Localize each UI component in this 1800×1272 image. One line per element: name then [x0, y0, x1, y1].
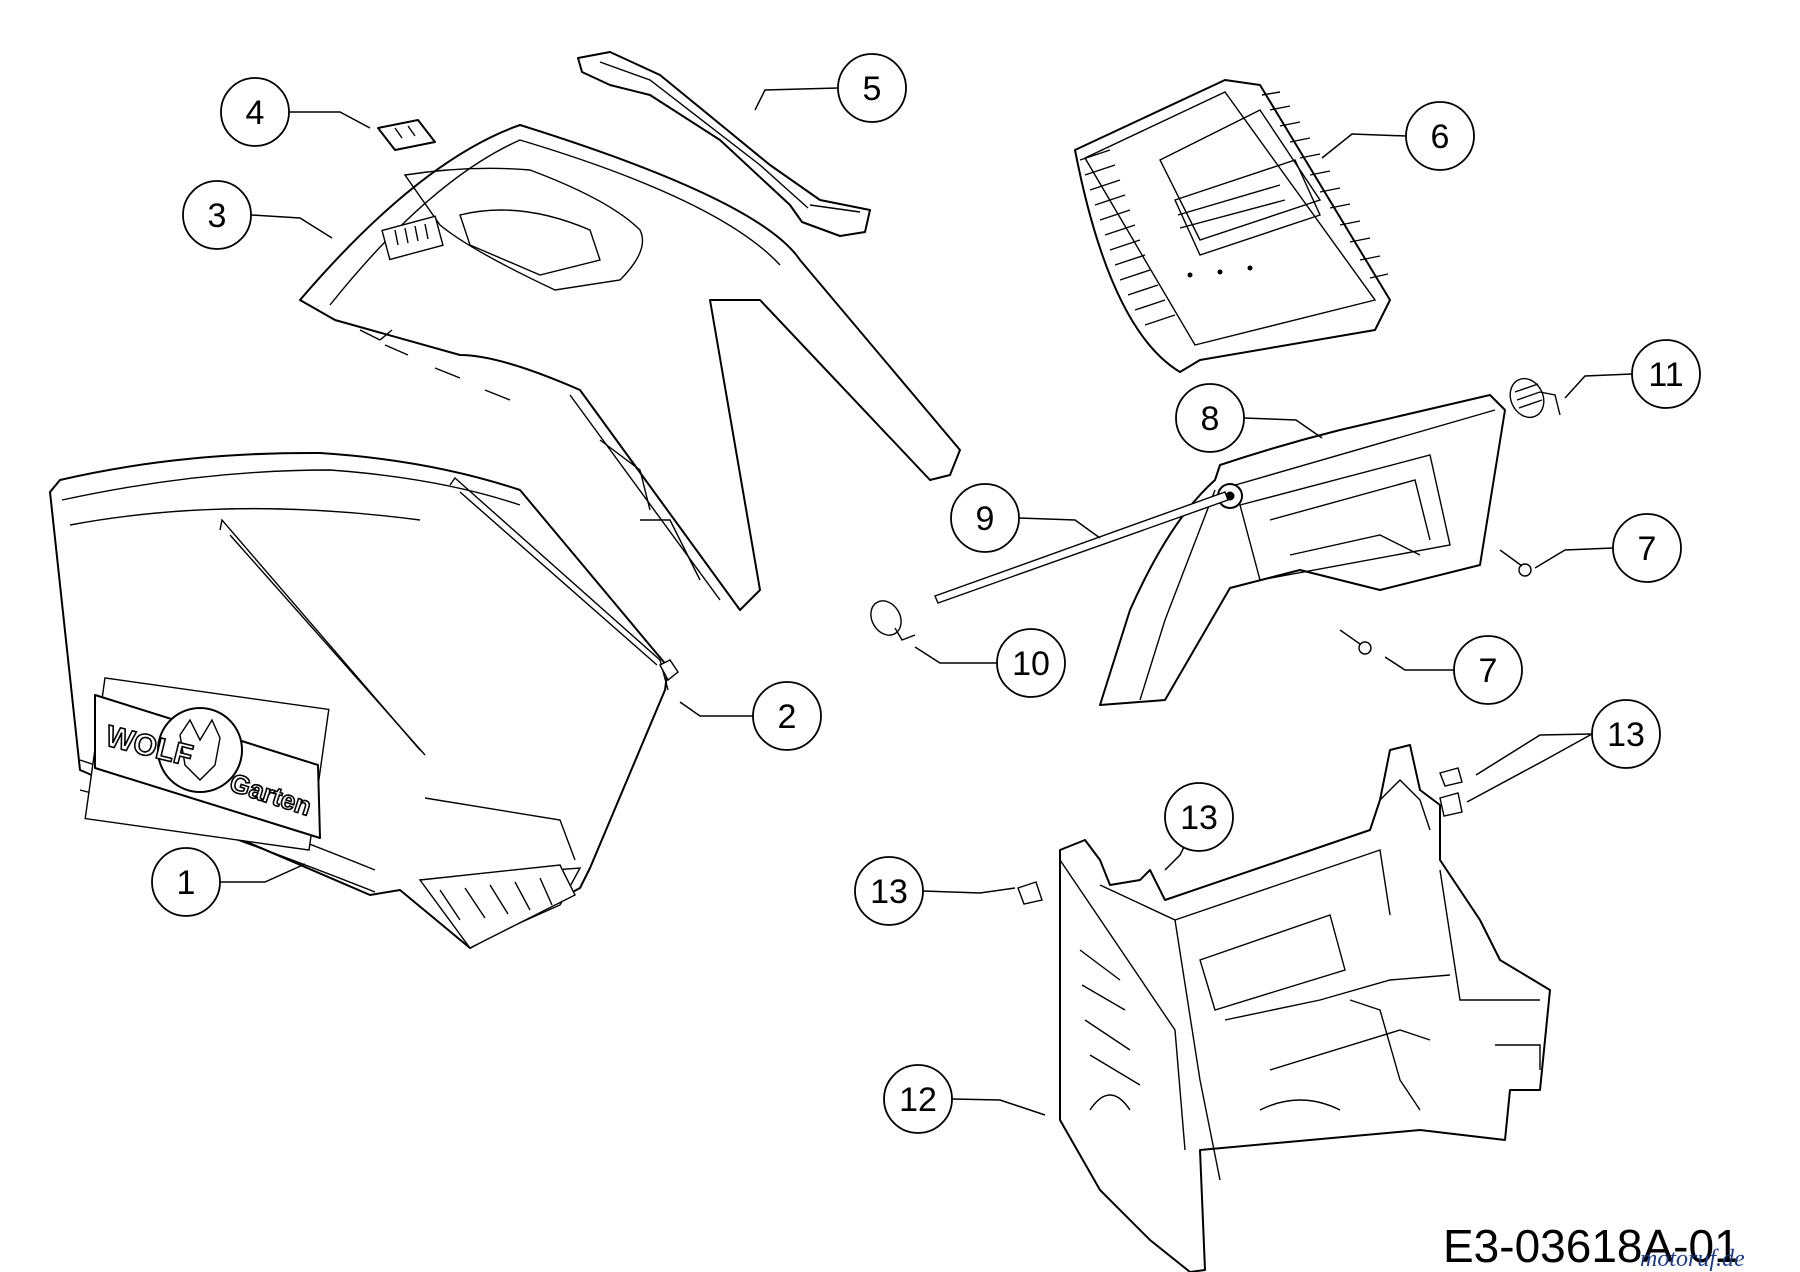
callout-12: 12 [883, 1064, 953, 1134]
callout-9-label: 9 [976, 500, 995, 538]
callout-6-label: 6 [1431, 118, 1450, 156]
part-10-spring [870, 600, 916, 641]
callout-3-label: 3 [208, 197, 227, 235]
callout-1: 1 [151, 847, 221, 917]
callout-13-left: 13 [854, 856, 924, 926]
part-7-screw-lower [1339, 629, 1372, 655]
callout-12-label: 12 [899, 1081, 937, 1119]
watermark: motoruf.de [1640, 1246, 1745, 1272]
callout-13-middle: 13 [1164, 782, 1234, 852]
callout-8-label: 8 [1201, 400, 1220, 438]
part-1-grass-bag: WOLF Garten [49, 451, 669, 949]
callout-5: 5 [837, 53, 907, 123]
part-2-rod-end [659, 659, 679, 682]
callout-8: 8 [1175, 383, 1245, 453]
callout-6: 6 [1405, 101, 1475, 171]
callout-7-upper-label: 7 [1638, 530, 1657, 568]
part-7-screw-upper [1499, 549, 1532, 577]
callout-4: 4 [220, 77, 290, 147]
callout-7-upper: 7 [1612, 513, 1682, 583]
part-3-top-cover [299, 124, 961, 611]
callout-11: 11 [1631, 339, 1701, 409]
part-4-clip [377, 119, 436, 151]
part-5-handle [577, 51, 871, 237]
grille-slats-left [1079, 149, 1176, 326]
callout-3: 3 [182, 180, 252, 250]
part-8-flap [1099, 394, 1506, 706]
callout-2-label: 2 [778, 698, 797, 736]
callout-7-lower: 7 [1453, 635, 1523, 705]
callout-13-middle-label: 13 [1180, 799, 1218, 837]
callout-9: 9 [950, 483, 1020, 553]
callout-11-label: 11 [1648, 356, 1683, 394]
part-6-grille [1074, 79, 1391, 373]
callout-13-left-label: 13 [870, 873, 908, 911]
grille-slats-right [1261, 91, 1389, 279]
callout-13-top-right: 13 [1591, 699, 1661, 769]
callout-10-label: 10 [1012, 645, 1050, 683]
wolf-garten-logo: WOLF Garten [94, 694, 321, 839]
callout-13-top-right-label: 13 [1607, 716, 1645, 754]
callout-5-label: 5 [863, 70, 882, 108]
part-13-nut-left [1017, 881, 1043, 905]
part-9-rod [934, 491, 1229, 604]
callout-4-label: 4 [246, 94, 265, 132]
drawing-code: E3-03618A-01 [1443, 1220, 1740, 1272]
part-13-nut-right [1439, 792, 1463, 817]
callout-2: 2 [752, 681, 822, 751]
part-13-nut-top [1439, 767, 1463, 787]
callout-10: 10 [996, 628, 1066, 698]
part-11-spring [1509, 377, 1561, 419]
part-12-housing [1059, 744, 1551, 1272]
callout-7-lower-label: 7 [1479, 652, 1498, 690]
callout-1-label: 1 [177, 864, 196, 902]
